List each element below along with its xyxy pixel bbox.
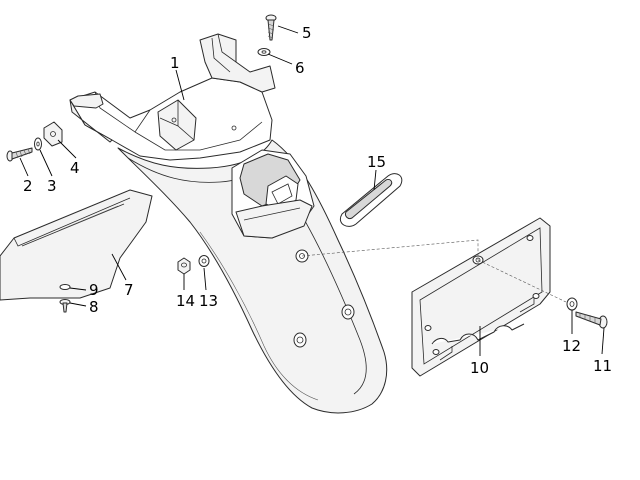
side-cover xyxy=(0,189,153,301)
callout-10: 10 xyxy=(470,359,489,377)
callout-13: 13 xyxy=(199,292,218,310)
callout-3: 3 xyxy=(47,177,57,195)
callout-11: 11 xyxy=(593,357,612,375)
callout-labels: 1 2 3 4 5 6 7 8 9 10 11 12 13 14 15 xyxy=(23,24,612,377)
callout-2: 2 xyxy=(23,177,33,195)
screw-2 xyxy=(6,147,33,162)
screw-5 xyxy=(265,14,277,41)
callout-5: 5 xyxy=(302,24,312,42)
leader-lines xyxy=(19,25,605,356)
assembly-lines xyxy=(301,239,567,303)
callout-7: 7 xyxy=(124,281,134,299)
washer-12 xyxy=(566,297,578,311)
callout-15: 15 xyxy=(367,153,386,171)
callout-6: 6 xyxy=(295,59,305,77)
washer-9 xyxy=(59,284,71,290)
nut-14 xyxy=(177,257,191,275)
washer-13 xyxy=(198,255,210,267)
screw-8 xyxy=(59,299,71,313)
callout-8: 8 xyxy=(89,298,99,316)
washer-6 xyxy=(257,48,271,56)
callout-9: 9 xyxy=(89,281,99,299)
light-housing xyxy=(231,149,315,239)
callout-12: 12 xyxy=(562,337,581,355)
callout-14: 14 xyxy=(176,292,195,310)
reflector xyxy=(340,173,403,227)
screw-11 xyxy=(575,311,608,329)
callout-4: 4 xyxy=(70,159,80,177)
callout-1: 1 xyxy=(170,54,180,72)
washer-3 xyxy=(34,137,42,151)
license-plate-holder xyxy=(411,217,551,377)
clip-nut-4 xyxy=(43,121,63,147)
